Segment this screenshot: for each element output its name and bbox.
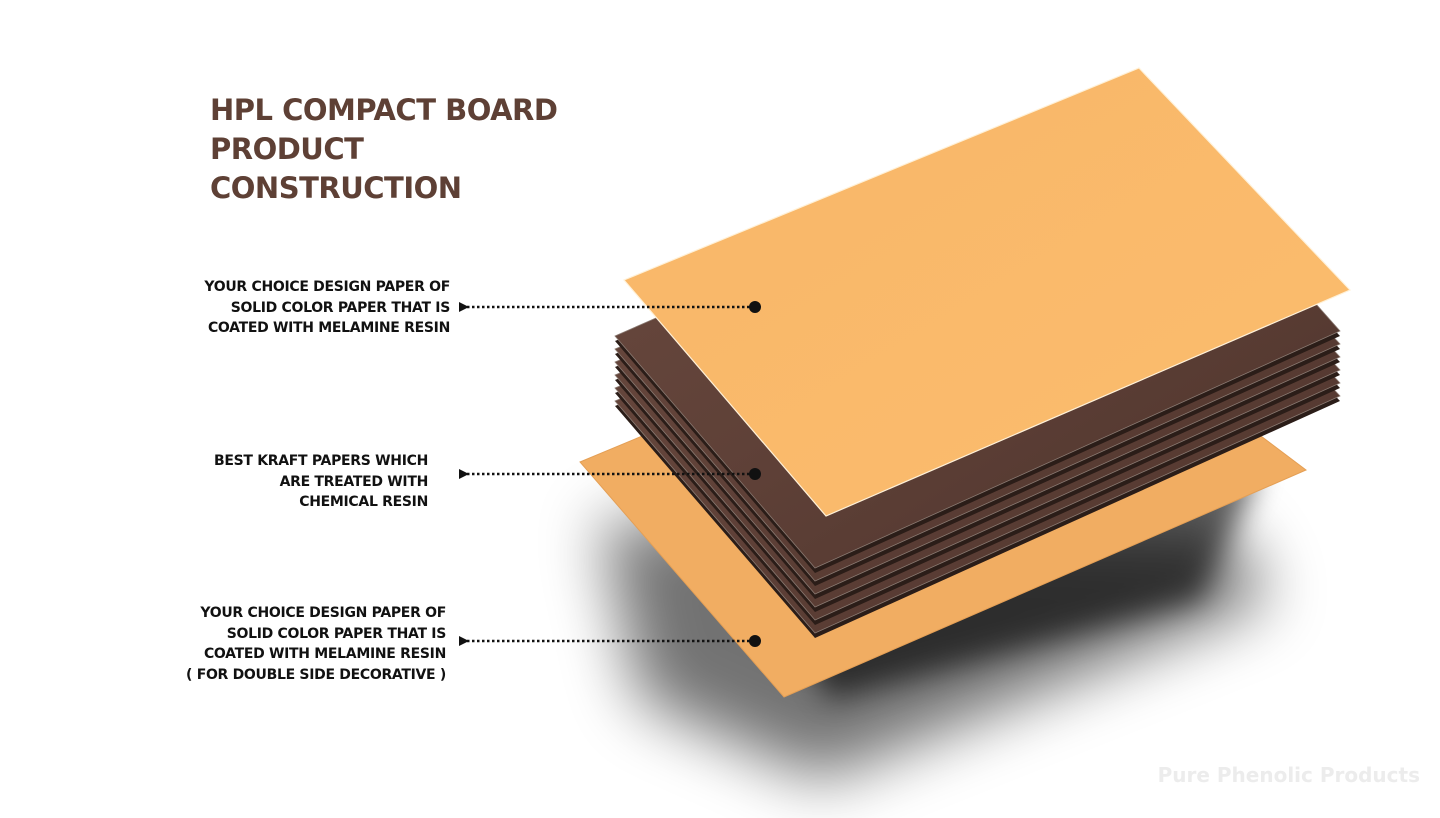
label-line: ( FOR DOUBLE SIDE DECORATIVE ) <box>186 666 446 683</box>
label-line: CHEMICAL RESIN <box>299 494 428 510</box>
diagram-title: HPL COMPACT BOARD PRODUCT CONSTRUCTION <box>210 91 558 208</box>
label-top-decor-paper: YOUR CHOICE DESIGN PAPER OF SOLID COLOR … <box>204 277 450 339</box>
label-line: SOLID COLOR PAPER THAT IS <box>226 625 447 642</box>
label-line: SOLID COLOR PAPER THAT IS <box>230 299 451 316</box>
pointer-dot <box>749 301 761 313</box>
label-line: ARE TREATED WITH <box>279 473 429 490</box>
title-line: CONSTRUCTION <box>210 171 462 205</box>
title-line: HPL COMPACT BOARD <box>210 93 558 127</box>
top-decor-paper <box>623 67 1352 517</box>
pointer-middle <box>459 468 761 480</box>
title-line: PRODUCT <box>210 132 364 166</box>
pointer-dot <box>749 468 761 480</box>
pointer-dot <box>749 635 761 647</box>
pointer-bottom <box>459 635 761 647</box>
label-line: COATED WITH MELAMINE RESIN <box>207 320 450 336</box>
label-bottom-decor-paper: YOUR CHOICE DESIGN PAPER OF SOLID COLOR … <box>186 603 446 685</box>
label-line: COATED WITH MELAMINE RESIN <box>203 646 446 662</box>
label-kraft-papers: BEST KRAFT PAPERS WHICH ARE TREATED WITH… <box>214 451 428 513</box>
watermark: Pure Phenolic Products <box>1157 763 1420 787</box>
pointer-top <box>459 301 761 313</box>
label-line: YOUR CHOICE DESIGN PAPER OF <box>200 605 446 621</box>
label-line: BEST KRAFT PAPERS WHICH <box>213 453 428 469</box>
label-line: YOUR CHOICE DESIGN PAPER OF <box>204 279 450 295</box>
